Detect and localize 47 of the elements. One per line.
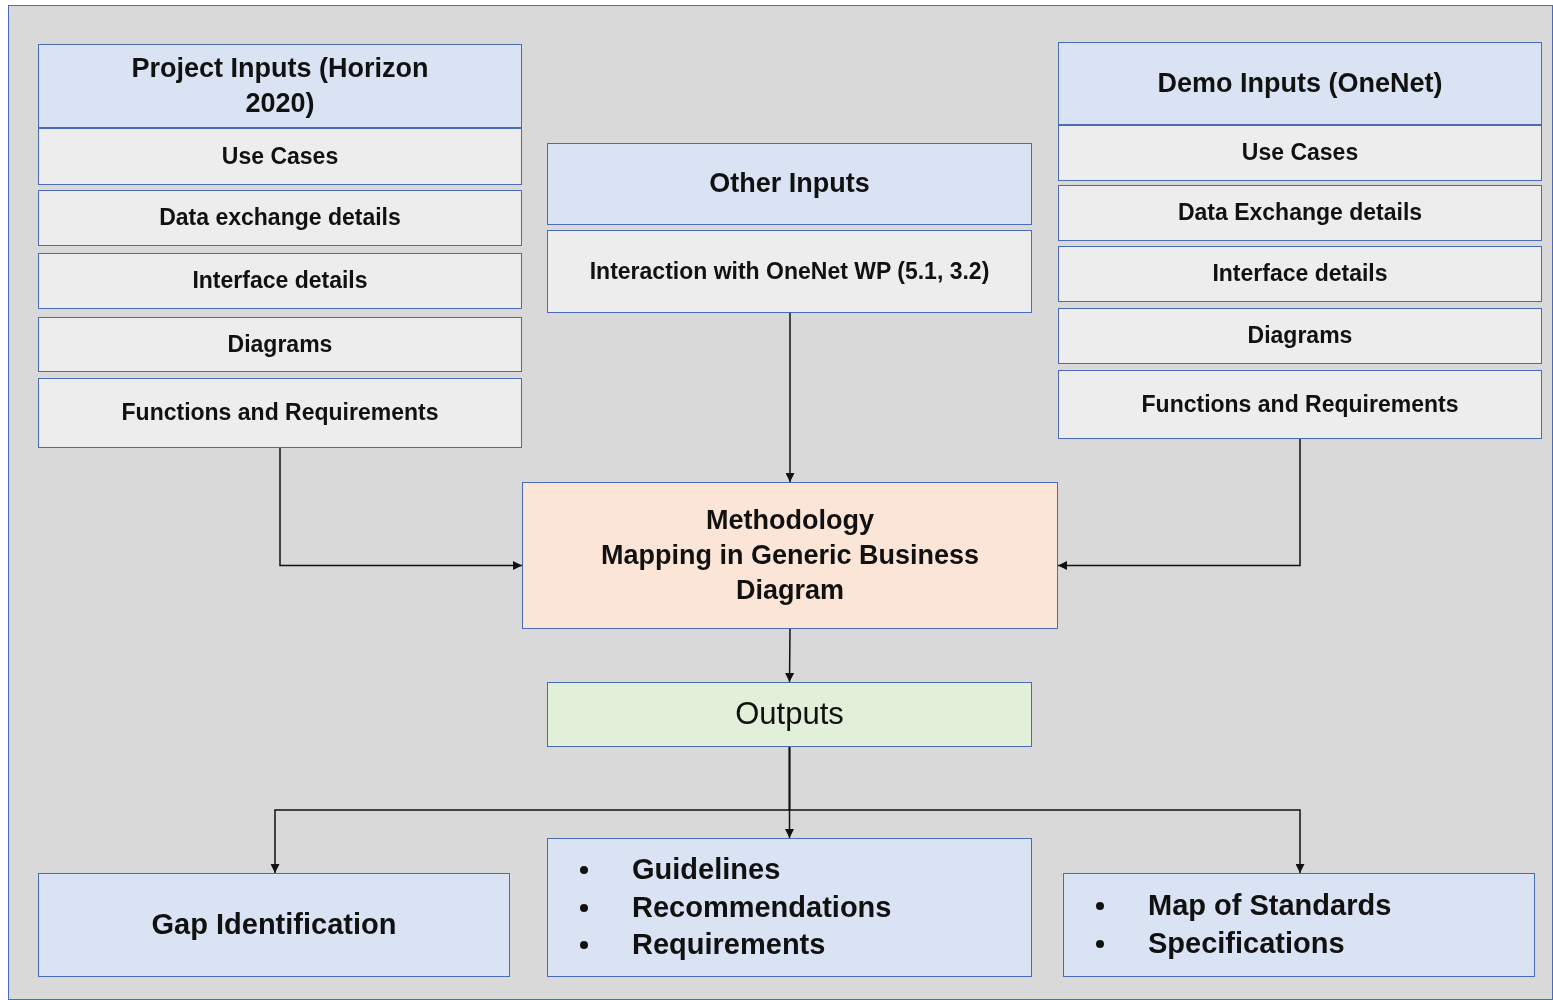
- list-box: [1058, 308, 1542, 364]
- box-label: Diagrams: [227, 329, 333, 359]
- output-box: [547, 682, 1032, 747]
- arrow: [785, 312, 795, 483]
- box-label: Interface details: [1212, 259, 1388, 289]
- list-box: [1058, 125, 1542, 181]
- box-label: Mapping in Generic Business Diagram: [599, 538, 981, 608]
- arrow: [785, 628, 795, 683]
- arrow: [788, 746, 1305, 874]
- process-box: [522, 482, 1058, 629]
- box-label: Use Cases: [1241, 138, 1359, 168]
- arrow: [279, 447, 523, 570]
- list-box: [38, 378, 522, 448]
- box-label: Project Inputs (Horizon 2020): [130, 51, 430, 120]
- list-box: [1058, 370, 1542, 439]
- box-label: Outputs: [735, 695, 844, 734]
- box-label: Data Exchange details: [1177, 198, 1423, 228]
- box-label: Diagrams: [1247, 321, 1353, 351]
- bullet-item: Recommendations: [632, 889, 892, 925]
- box-label: Methodology: [706, 503, 874, 537]
- box-label: Demo Inputs (OneNet): [1157, 66, 1443, 100]
- box-label: Functions and Requirements: [1141, 389, 1459, 419]
- arrow: [1057, 438, 1301, 570]
- bullet-item: Map of Standards: [1148, 888, 1392, 924]
- list-box: [547, 230, 1032, 313]
- box-label: Use Cases: [221, 141, 339, 171]
- bullet-item: Requirements: [632, 927, 826, 963]
- box-label: Interaction with OneNet WP (5.1, 3.2): [589, 256, 990, 286]
- box-label: Gap Identification: [151, 907, 397, 943]
- box-label: Functions and Requirements: [121, 398, 439, 428]
- header-box: [547, 143, 1032, 225]
- header-box: [1058, 42, 1542, 125]
- list-box: [38, 190, 522, 246]
- output-box: [547, 838, 1032, 977]
- list-box: [1058, 246, 1542, 302]
- header-box: [38, 44, 522, 128]
- box-label: Interface details: [192, 266, 368, 296]
- output-box: [38, 873, 510, 977]
- box-label: Other Inputs: [709, 167, 870, 201]
- box-label: Data exchange details: [159, 203, 401, 233]
- list-box: [1058, 185, 1542, 241]
- list-box: [38, 253, 522, 309]
- list-box: [38, 128, 522, 185]
- bullet-item: Guidelines: [632, 851, 781, 887]
- output-box: [1063, 873, 1535, 977]
- bullet-item: Specifications: [1148, 926, 1345, 961]
- list-box: [38, 317, 522, 372]
